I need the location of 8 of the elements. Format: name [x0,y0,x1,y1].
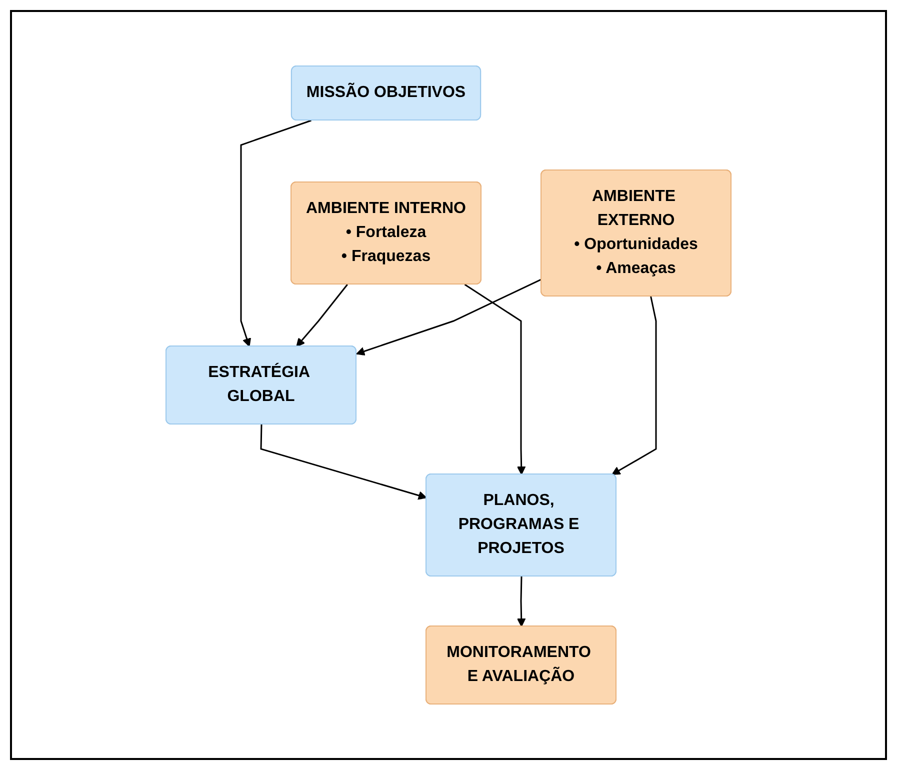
arrow [296,284,348,347]
arrow [260,424,427,500]
arrow [464,284,526,475]
arrow [612,296,657,475]
arrow [240,120,312,347]
arrow [516,576,526,627]
diagram-frame: MISSÃO OBJETIVOS ESTRATÉGIA GLOBAL AMBIENTE INTERNO • Fortaleza • Fraquezas AMBIENTE EXTERNO • Oportunidades • Ameaças PLANOS, PROGRAMAS E PROJETOS MONITORAMENTO E AVALIAÇÃO [10,10,887,760]
arrow [356,278,542,356]
